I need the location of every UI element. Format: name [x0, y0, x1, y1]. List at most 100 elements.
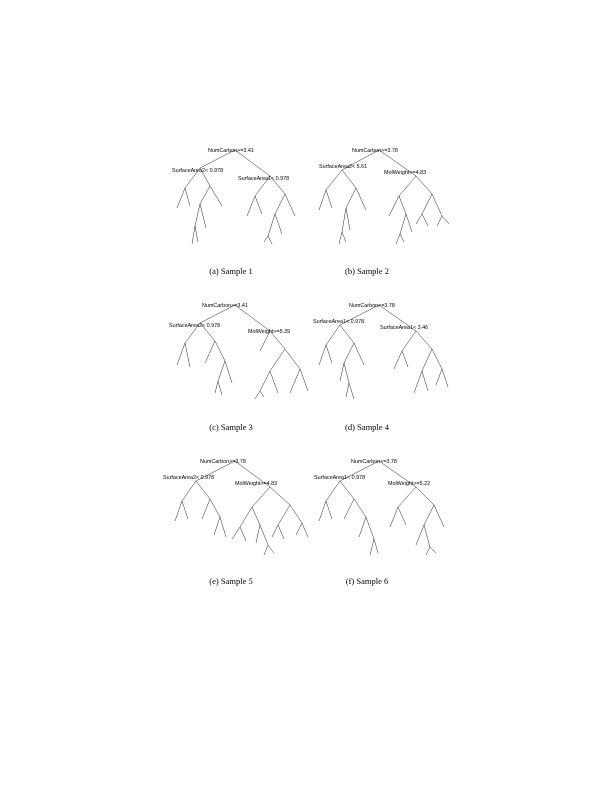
- tree-branch: [259, 370, 271, 392]
- tree-branch: [325, 344, 333, 364]
- tree-branch: [435, 368, 443, 386]
- tree-branch: [271, 524, 279, 538]
- root-split-label: NumCarbon>=3.78: [200, 459, 246, 465]
- tree-branch: [269, 486, 291, 506]
- tree-branch: [345, 382, 350, 398]
- tree-branch: [301, 522, 309, 538]
- tree-branch: [399, 233, 405, 243]
- tree-branch: [199, 185, 211, 205]
- tree-branch: [174, 500, 183, 522]
- tree-edges: [318, 460, 445, 556]
- panel-caption-e: (e) Sample 5: [209, 576, 253, 586]
- tree-branch: [176, 342, 186, 366]
- tree-branch: [214, 380, 219, 394]
- tree-branch: [318, 189, 327, 211]
- tree-branch: [423, 504, 435, 526]
- tree-branch: [436, 215, 443, 227]
- tree-branch: [284, 348, 301, 370]
- tree-branch: [343, 362, 350, 384]
- tree-branch: [339, 304, 380, 326]
- tree-branch: [195, 460, 236, 482]
- tree-branch: [421, 213, 429, 227]
- tree-branch: [263, 235, 269, 243]
- tree-diagram: NumCarbon>=3.41 SurfaceArea2< 0.978 Surf…: [172, 148, 296, 245]
- tree-branch: [425, 546, 431, 556]
- tree-branch: [415, 524, 425, 546]
- tree-edges: [176, 304, 309, 400]
- right-split-label: SurfaceArea1< 3.46: [380, 325, 428, 331]
- tree-branch: [213, 516, 221, 536]
- left-split-label: SurfaceArea2< 0.978: [163, 475, 214, 481]
- tree-branch: [325, 480, 341, 502]
- tree-branch: [345, 207, 351, 231]
- root-split-label: NumCarbon>=3.78: [349, 303, 395, 309]
- tree-edges: [318, 149, 450, 245]
- tree-branch: [251, 486, 271, 508]
- tree-diagram: NumCarbon>=3.41 SurfaceArea2< 0.978 MolW…: [169, 303, 309, 400]
- tree-branch: [184, 342, 191, 368]
- tree-branch: [267, 544, 275, 554]
- tree-panel-e: NumCarbon>=3.78 SurfaceArea2< 0.978 MolW…: [160, 457, 310, 597]
- tree-branch: [184, 167, 201, 189]
- tree-branch: [284, 193, 296, 217]
- right-split-label: MolWeight>=4.83: [384, 170, 426, 176]
- tree-panel-b: NumCarbon>=3.78 SurfaceArea2< 5.61 MolWe…: [304, 146, 454, 286]
- root-split-label: NumCarbon>=3.41: [202, 303, 248, 309]
- tree-branch: [289, 368, 301, 394]
- tree-branch: [397, 486, 417, 508]
- root-split-label: NumCarbon>=3.41: [208, 148, 254, 154]
- tree-branch: [199, 304, 236, 324]
- tree-branch: [269, 370, 279, 394]
- tree-branch: [415, 213, 423, 225]
- tree-branch: [429, 546, 437, 554]
- tree-branch: [299, 368, 309, 392]
- left-split-label: SurfaceArea1< 0.978: [313, 319, 364, 325]
- tree-branch: [181, 500, 189, 520]
- right-split-label: MolWeight>=4.83: [235, 481, 277, 487]
- tree-branch: [259, 330, 271, 352]
- tree-branch: [267, 235, 273, 245]
- tree-branch: [201, 498, 211, 520]
- tree-branch: [339, 460, 380, 482]
- tree-branch: [246, 195, 256, 217]
- tree-diagram: NumCarbon>=3.78 SurfaceArea2< 0.978 MolW…: [163, 459, 309, 556]
- tree-branch: [358, 516, 367, 538]
- right-split-label: MolWeight>=5.39: [248, 329, 290, 335]
- tree-branch: [254, 175, 271, 197]
- tree-panel-f: NumCarbon>=3.78 SurfaceArea1< 0.978 MolW…: [304, 457, 454, 597]
- left-split-label: SurfaceArea2< 5.61: [319, 164, 367, 170]
- tree-branch: [254, 390, 261, 400]
- tree-diagram: NumCarbon>=3.78 SurfaceArea2< 5.61 MolWe…: [318, 148, 450, 245]
- tree-branch: [251, 506, 261, 526]
- tree-branch: [433, 504, 445, 528]
- tree-branch: [199, 149, 236, 169]
- tree-branch: [267, 213, 276, 237]
- tree-branch: [343, 498, 355, 520]
- tree-branch: [204, 340, 216, 364]
- tree-branch: [378, 304, 417, 332]
- root-split-label: NumCarbon>=3.78: [351, 459, 397, 465]
- tree-branch: [269, 330, 286, 350]
- tree-branch: [259, 390, 265, 398]
- tree-panel-c: NumCarbon>=3.41 SurfaceArea2< 0.978 MolW…: [160, 301, 310, 441]
- tree-branch: [341, 231, 347, 243]
- tree-branch: [277, 524, 285, 540]
- tree-branch: [209, 498, 221, 518]
- tree-branch: [431, 348, 443, 370]
- tree-branch: [405, 213, 413, 233]
- tree-branch: [269, 175, 286, 195]
- tree-branch: [325, 189, 333, 209]
- tree-branch: [401, 330, 417, 352]
- panel-caption-c: (c) Sample 3: [209, 422, 253, 432]
- tree-diagram: NumCarbon>=3.78 SurfaceArea1< 0.978 MolW…: [314, 459, 445, 556]
- tree-branch: [194, 203, 201, 227]
- tree-branch: [274, 213, 283, 235]
- tree-branch: [415, 486, 435, 506]
- panel-caption-a: (a) Sample 1: [209, 266, 253, 276]
- tree-branch: [259, 524, 269, 546]
- tree-branch: [289, 504, 303, 524]
- tree-branch: [398, 175, 417, 197]
- tree-branch: [199, 167, 211, 187]
- tree-branch: [401, 350, 409, 368]
- tree-branch: [415, 330, 433, 350]
